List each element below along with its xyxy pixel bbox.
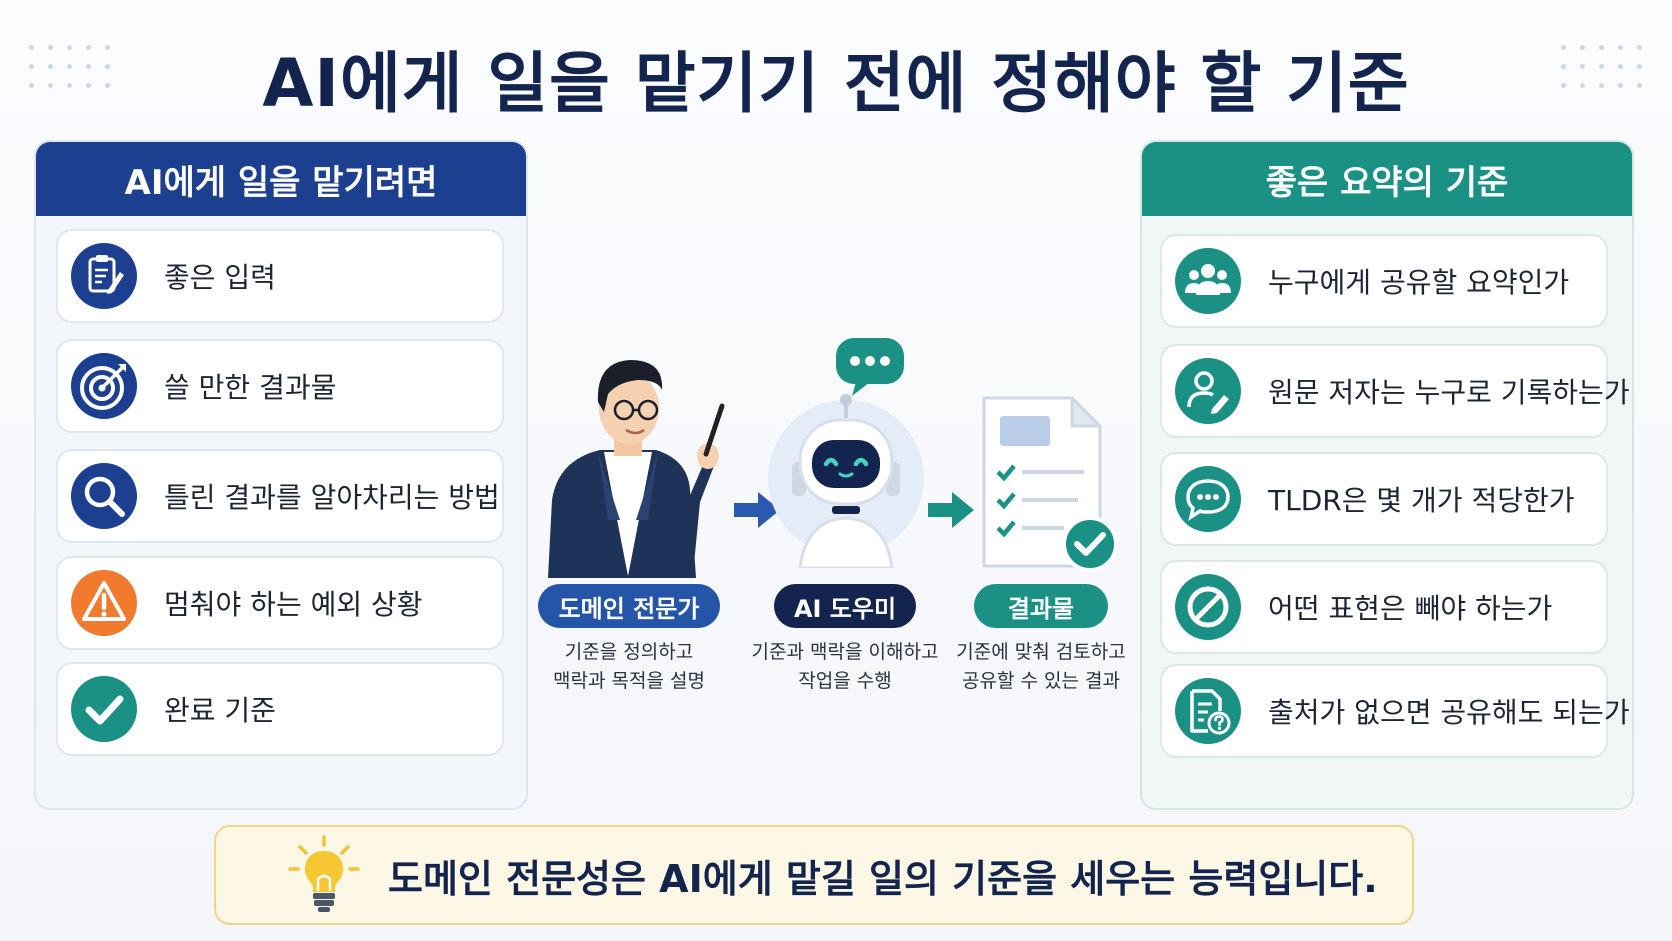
- author-pen-icon: [1174, 357, 1242, 425]
- flow-desc-line: 기준에 맞춰 검토하고: [956, 641, 1126, 663]
- speech-bubble-icon: [1174, 465, 1242, 533]
- right-item-label: 원문 저자는 누구로 기록하는가: [1268, 376, 1630, 409]
- right-item-label: TLDR은 몇 개가 적당한가: [1268, 484, 1575, 517]
- flow-desc-result: 기준에 맞춰 검토하고 공유할 수 있는 결과: [945, 638, 1137, 696]
- left-item-label: 틀린 결과를 알아차리는 방법: [164, 481, 500, 514]
- left-item-detect-wrong: 틀린 결과를 알아차리는 방법: [56, 449, 504, 543]
- banner-text: 도메인 전문성은 AI에게 맡길 일의 기준을 세우는 능력입니다.: [388, 856, 1378, 901]
- left-item-label: 쓸 만한 결과물: [164, 371, 337, 404]
- right-item-tldr: TLDR은 몇 개가 적당한가: [1160, 452, 1608, 546]
- check-circle-icon: [70, 675, 138, 743]
- target-icon: [70, 352, 138, 420]
- domain-expert-illustration: [548, 360, 725, 578]
- left-item-label: 완료 기준: [164, 694, 276, 727]
- flow-desc-line: 맥락과 목적을 설명: [553, 670, 705, 692]
- flow-desc-line: 기준과 맥락을 이해하고: [751, 641, 939, 663]
- flow-label-domain-expert: 도메인 전문가: [538, 584, 720, 628]
- left-item-label: 좋은 입력: [164, 261, 276, 294]
- flow-desc-ai-assistant: 기준과 맥락을 이해하고 작업을 수행: [745, 638, 945, 696]
- right-item-author: 원문 저자는 누구로 기록하는가: [1160, 344, 1630, 438]
- left-item-label: 멈춰야 하는 예외 상황: [164, 588, 423, 621]
- left-item-good-input: 좋은 입력: [56, 229, 504, 323]
- page-title: AI에게 일을 맡기기 전에 정해야 할 기준: [262, 45, 1410, 122]
- decorative-dot-grid: [1554, 38, 1650, 100]
- right-item-exclude-expressions: 어떤 표현은 빼야 하는가: [1160, 560, 1608, 654]
- flow-label-result: 결과물: [974, 584, 1108, 628]
- right-item-audience: 누구에게 공유할 요약인가: [1160, 234, 1608, 328]
- right-item-label: 누구에게 공유할 요약인가: [1268, 266, 1570, 299]
- left-panel: AI에게 일을 맡기려면 좋은 입력: [34, 140, 528, 810]
- flow-desc-line: 기준을 정의하고: [564, 641, 694, 663]
- summary-banner: 도메인 전문성은 AI에게 맡길 일의 기준을 세우는 능력입니다.: [214, 825, 1414, 925]
- right-item-label: 출처가 없으면 공유해도 되는가: [1268, 696, 1630, 729]
- warning-icon: [70, 569, 138, 637]
- flow-label-ai-assistant: AI 도우미: [774, 584, 916, 628]
- decorative-dot-grid: [22, 38, 118, 100]
- right-item-label: 어떤 표현은 빼야 하는가: [1268, 592, 1553, 625]
- left-item-done-criteria: 완료 기준: [56, 662, 504, 756]
- right-panel: 좋은 요약의 기준 누구에게 공유할 요약인가 원문: [1140, 140, 1634, 810]
- arrow-right-icon: [734, 492, 780, 528]
- magnifier-icon: [70, 462, 138, 530]
- ai-robot-illustration: [768, 338, 924, 568]
- flow-desc-line: 작업을 수행: [798, 670, 892, 692]
- left-panel-header: AI에게 일을 맡기려면: [36, 142, 526, 216]
- people-group-icon: [1174, 247, 1242, 315]
- result-document-illustration: [982, 396, 1118, 572]
- document-question-icon: [1174, 677, 1242, 745]
- right-item-source-required: 출처가 없으면 공유해도 되는가: [1160, 664, 1630, 758]
- flow-desc-domain-expert: 기준을 정의하고 맥락과 목적을 설명: [534, 638, 724, 696]
- clipboard-pen-icon: [70, 242, 138, 310]
- right-panel-header: 좋은 요약의 기준: [1142, 142, 1632, 216]
- lightbulb-icon: [288, 835, 360, 912]
- prohibited-icon: [1174, 573, 1242, 641]
- arrow-right-icon: [928, 492, 974, 528]
- left-item-useful-output: 쓸 만한 결과물: [56, 339, 504, 433]
- flow-desc-line: 공유할 수 있는 결과: [962, 670, 1120, 692]
- left-item-exceptions: 멈춰야 하는 예외 상황: [56, 556, 504, 650]
